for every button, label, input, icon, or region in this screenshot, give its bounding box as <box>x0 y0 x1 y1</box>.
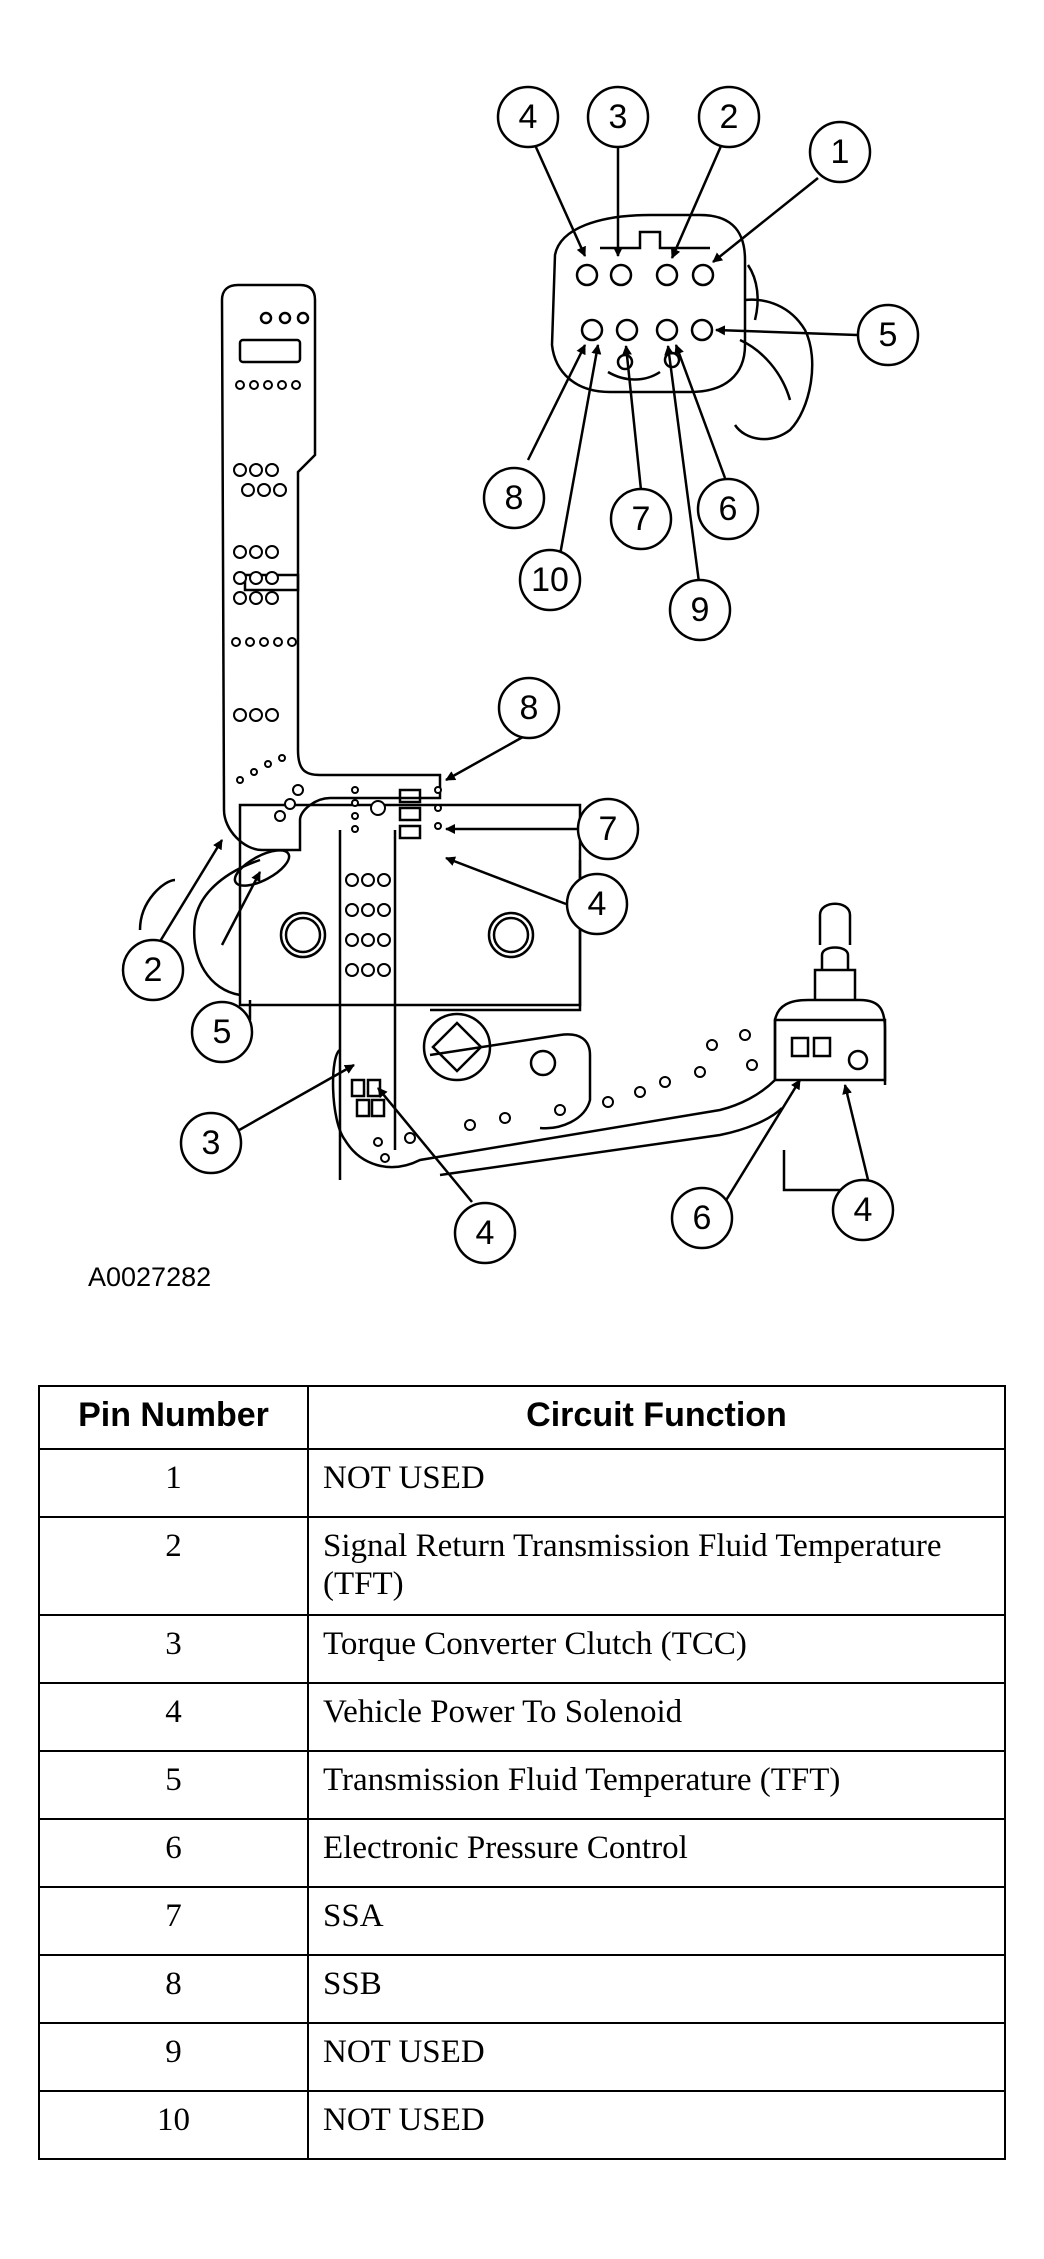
callout-7: 7 <box>599 810 618 848</box>
table-row: 2 Signal Return Transmission Fluid Tempe… <box>38 1515 1006 1616</box>
callout-10: 10 <box>531 561 569 599</box>
circuit-function: NOT USED <box>307 2089 1006 2160</box>
table-row: 6 Electronic Pressure Control <box>38 1817 1006 1888</box>
callout-4: 4 <box>854 1191 873 1229</box>
circuit-function: SSB <box>307 1953 1006 2024</box>
pin-function-table: Pin Number Circuit Function 1 NOT USED 2… <box>38 1385 1006 2160</box>
connector-drawing <box>550 213 814 441</box>
pin-number: 5 <box>38 1749 309 1820</box>
callout-2: 2 <box>720 98 739 136</box>
pin-number: 10 <box>38 2089 309 2160</box>
callout-8: 8 <box>520 689 539 727</box>
table-row: 3 Torque Converter Clutch (TCC) <box>38 1613 1006 1684</box>
pin-number: 6 <box>38 1817 309 1888</box>
callout-leaders <box>154 129 872 1203</box>
table-header-row: Pin Number Circuit Function <box>38 1385 1006 1450</box>
pin-number: 7 <box>38 1885 309 1956</box>
callout-3: 3 <box>202 1124 221 1162</box>
harness-contacts <box>233 311 869 1118</box>
table-row: 4 Vehicle Power To Solenoid <box>38 1681 1006 1752</box>
table-row: 8 SSB <box>38 1953 1006 2024</box>
table-row: 10 NOT USED <box>38 2089 1006 2160</box>
callout-8: 8 <box>505 479 524 517</box>
callout-4: 4 <box>519 98 538 136</box>
pin-number: 4 <box>38 1681 309 1752</box>
circuit-function: Electronic Pressure Control <box>307 1817 1006 1888</box>
pin-number: 3 <box>38 1613 309 1684</box>
callout-4: 4 <box>476 1214 495 1252</box>
callout-2: 2 <box>144 951 163 989</box>
pin-number: 2 <box>38 1515 309 1616</box>
callout-3: 3 <box>609 98 628 136</box>
table-row: 9 NOT USED <box>38 2021 1006 2092</box>
header-circuit-function: Circuit Function <box>307 1385 1006 1450</box>
header-pin-number: Pin Number <box>38 1385 309 1450</box>
callout-1: 1 <box>831 133 850 171</box>
callout-6: 6 <box>693 1199 712 1237</box>
pin-number: 8 <box>38 1953 309 2024</box>
pin-number: 9 <box>38 2021 309 2092</box>
circuit-function: Signal Return Transmission Fluid Tempera… <box>307 1515 1006 1616</box>
pin-number: 1 <box>38 1447 309 1518</box>
callout-5: 5 <box>213 1013 232 1051</box>
circuit-function: NOT USED <box>307 1447 1006 1518</box>
wiring-harness-diagram: 4 3 2 1 5 8 7 6 10 9 8 7 4 2 5 3 4 6 4 <box>121 85 920 1265</box>
harness-frame <box>138 283 887 1192</box>
callout-7: 7 <box>632 500 651 538</box>
callout-4: 4 <box>588 885 607 923</box>
circuit-function: NOT USED <box>307 2021 1006 2092</box>
connector-pins <box>575 263 715 371</box>
circuit-function: Torque Converter Clutch (TCC) <box>307 1613 1006 1684</box>
table-row: 1 NOT USED <box>38 1447 1006 1518</box>
circuit-function: Transmission Fluid Temperature (TFT) <box>307 1749 1006 1820</box>
circuit-function: Vehicle Power To Solenoid <box>307 1681 1006 1752</box>
callout-6: 6 <box>719 490 738 528</box>
callout-circles <box>121 85 920 1265</box>
callout-5: 5 <box>879 316 898 354</box>
table-row: 5 Transmission Fluid Temperature (TFT) <box>38 1749 1006 1820</box>
figure-id: A0027282 <box>88 1262 212 1292</box>
table-row: 7 SSA <box>38 1885 1006 1956</box>
harness-holes <box>231 380 758 1163</box>
callout-labels: 4 3 2 1 5 8 7 6 10 9 8 7 4 2 5 3 4 6 4 <box>144 98 898 1252</box>
callout-9: 9 <box>691 591 710 629</box>
circuit-function: SSA <box>307 1885 1006 1956</box>
